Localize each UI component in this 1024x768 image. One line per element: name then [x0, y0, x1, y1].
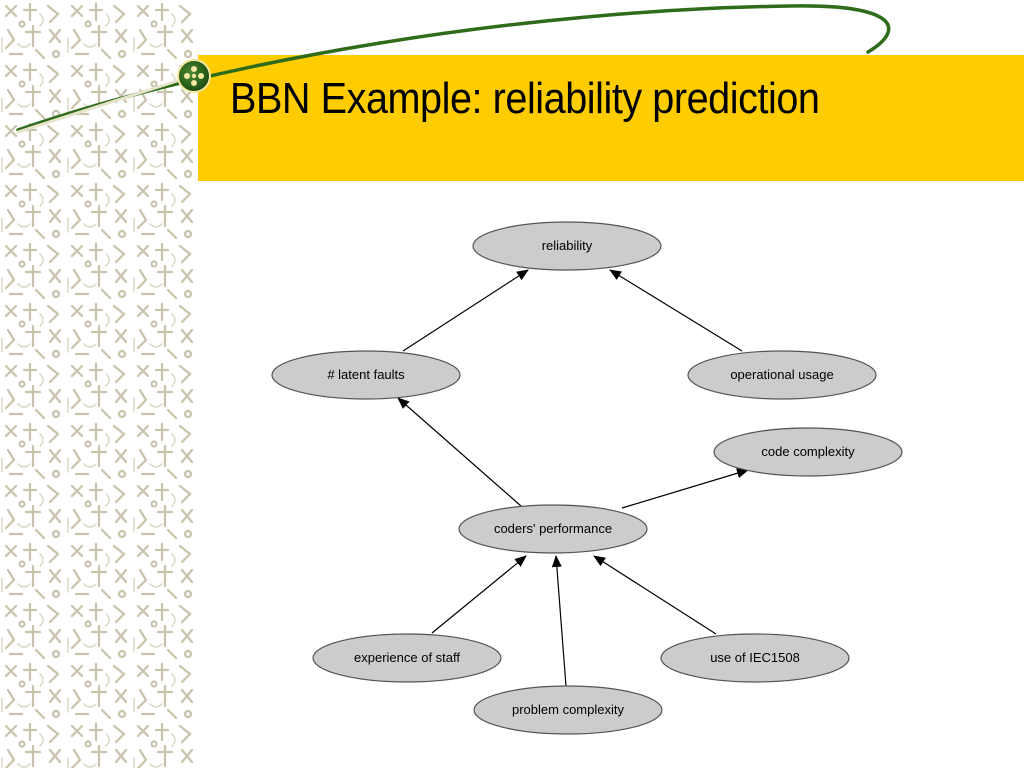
- node-label-reliability: reliability: [542, 238, 593, 253]
- diagram-edges: [397, 269, 749, 687]
- edge-coders-performance-to-code-complexity: [621, 468, 749, 509]
- node-coders-performance: coders' performance: [458, 504, 648, 554]
- node-code-complexity: code complexity: [713, 427, 903, 477]
- title-band: [198, 55, 1024, 181]
- node-label-problem-complexity: problem complexity: [512, 702, 624, 717]
- decorative-swoosh-fade: [16, 78, 182, 134]
- node-latent-faults: # latent faults: [271, 350, 461, 400]
- slide-title: BBN Example: reliability prediction: [230, 74, 820, 123]
- edge-latent-faults-to-reliability: [402, 269, 529, 352]
- edge-problem-complexity-to-coders-performance: [551, 555, 567, 687]
- node-problem-complexity: problem complexity: [473, 685, 663, 735]
- edge-coders-performance-to-latent-faults: [397, 397, 522, 507]
- edge-use-of-iec1508-to-coders-performance: [593, 555, 717, 635]
- node-label-coders-performance: coders' performance: [494, 521, 612, 536]
- decorative-swoosh: [16, 4, 891, 132]
- node-label-use-of-iec1508: use of IEC1508: [710, 650, 800, 665]
- edge-operational-usage-to-reliability: [609, 269, 743, 352]
- node-use-of-iec1508: use of IEC1508: [660, 633, 850, 683]
- node-label-code-complexity: code complexity: [761, 444, 855, 459]
- node-experience-of-staff: experience of staff: [312, 633, 502, 683]
- node-operational-usage: operational usage: [687, 350, 877, 400]
- node-label-experience-of-staff: experience of staff: [354, 650, 460, 665]
- node-reliability: reliability: [472, 221, 662, 271]
- edge-experience-of-staff-to-coders-performance: [431, 555, 527, 634]
- node-label-latent-faults: # latent faults: [327, 367, 405, 382]
- decorative-orb-icon: [177, 59, 211, 93]
- node-label-operational-usage: operational usage: [730, 367, 833, 382]
